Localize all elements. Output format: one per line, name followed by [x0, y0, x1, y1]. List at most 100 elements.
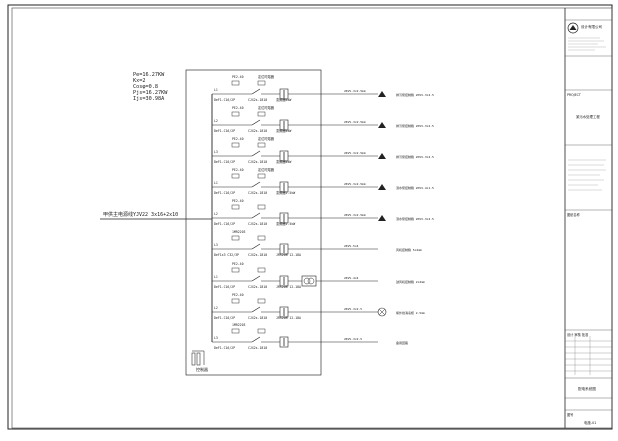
control-box: [231, 173, 240, 179]
sheet-border: [7, 4, 613, 430]
breaker-contact: [251, 243, 261, 250]
control-box: [231, 235, 240, 241]
circuit-phase: L1: [214, 88, 218, 92]
circuit-breaker-spec: DeF1-C16/2P: [214, 98, 235, 102]
breaker-contact: [251, 306, 261, 313]
incoming-label: 甲供主电源线YJV22 3x16+2x10: [103, 211, 178, 218]
circuit-description: 风机控制箱 5x4mm: [396, 247, 422, 252]
circuit-contactor: CJX2s-1810: [248, 346, 267, 350]
load-summary: Pe=16.27KW Kx=2 Cosφ=0.8 Pjs=16.27KW Ijs…: [133, 72, 168, 102]
circuit-tag: 1MR2203: [232, 230, 246, 234]
circuit-tag: PE2-40: [232, 168, 244, 172]
breaker-contact: [251, 212, 261, 219]
control-box: [257, 298, 266, 304]
control-box: [231, 142, 240, 148]
controller-label: 控制器: [196, 366, 208, 372]
circuit-breaker-spec: DeF1-C16/2P: [214, 191, 235, 195]
breaker-contact: [251, 275, 261, 282]
control-box: [231, 298, 240, 304]
circuit-tag: PE2-40: [232, 106, 244, 110]
circuit-cable: 2KVV-3x2.5mm: [344, 120, 366, 124]
control-box: [231, 80, 240, 86]
circuit-description: 排污泵控制箱 2KVV-3x2.5: [396, 123, 434, 128]
circuit-breaker-spec: DeF1-C16/2P: [214, 285, 235, 289]
motor-symbol: [378, 122, 386, 128]
circuit-spd: 定位时熔器: [258, 105, 275, 110]
circuit-device: 变频器1.5kW: [276, 221, 295, 226]
distribution-box: [185, 69, 322, 376]
circuit-breaker-spec: DeF1-C16/2P: [214, 316, 235, 320]
circuit-breaker-spec: DeF1-C16/2P: [214, 129, 235, 133]
control-box: [257, 328, 266, 334]
control-box: [257, 142, 266, 148]
sheet-number: 电施-01: [584, 420, 596, 425]
circuit-contactor: CJX2s-1810: [248, 160, 267, 164]
control-box: [257, 111, 266, 117]
circuit-device: JRS20B 12-18A: [276, 253, 301, 257]
circuit-phase: L2: [214, 212, 218, 216]
transformer-unit: [301, 275, 317, 287]
circuit-cable: 2KVV-5x4: [344, 244, 359, 248]
sheet-label: 图号: [567, 412, 573, 417]
circuit-device: 变频器4kW: [276, 128, 291, 133]
control-box: [257, 173, 266, 179]
circuit-phase: L3: [214, 243, 218, 247]
circuit-spd: 定位时熔器: [258, 167, 275, 172]
circuit-tag: PE2-40: [232, 199, 244, 203]
load-kx: Kx=2: [133, 78, 146, 84]
drawing-label: 图纸名称: [567, 212, 581, 217]
circuit-cable: 2KVV-3x2.5mm: [344, 213, 366, 217]
circuit-spd: 定位时熔器: [258, 74, 275, 79]
circuit-cable: 2KVV-3x2.5: [344, 337, 362, 341]
circuit-contactor: CJX2s-1810: [248, 191, 267, 195]
circuit-description: 潜水泵控制箱 2KVV-3x2.5: [396, 216, 434, 221]
circuit-spd: 定位时熔器: [258, 136, 275, 141]
load-pe: Pe=16.27KW: [133, 72, 165, 78]
circuit-tag: PE2-40: [232, 75, 244, 79]
motor-symbol: [378, 91, 386, 97]
circuit-contactor: CJX2s-1810: [248, 129, 267, 133]
circuit-tag: 1MR2203: [232, 323, 246, 327]
circuit-cable: 2KVV-4x4: [344, 276, 359, 280]
motor-symbol: [378, 215, 386, 221]
circuit-contactor: CJX2s-1810: [248, 253, 267, 257]
inner-border: [11, 7, 613, 429]
drawing-title: 配电系统图: [578, 386, 596, 391]
control-box: [231, 111, 240, 117]
circuit-description: 排污泵控制箱 2KVV-3x2.5: [396, 92, 434, 97]
circuit-cable: 2KVV-3x2.5: [344, 307, 362, 311]
circuit-tag: PE2-40: [232, 137, 244, 141]
circuit-contactor: CJX2s-1810: [248, 98, 267, 102]
control-box: [231, 267, 240, 273]
load-pjs: Pjs=16.27KW: [133, 90, 168, 96]
project-label: PROJECT: [567, 93, 581, 97]
circuit-description: 紫外线消毒柜 2.5mm: [396, 310, 425, 315]
title-block: 设计有限公司 PROJECT 某污水处理工程 图纸名称 设计 审核 批准 配电系…: [564, 8, 612, 428]
circuit-breaker-spec: DeF1-C16/2P: [214, 160, 235, 164]
control-box: [257, 80, 266, 86]
control-box: [257, 267, 266, 273]
circuit-tag: PE2-40: [232, 293, 244, 297]
circuit-contactor: CJX2s-1810: [248, 222, 267, 226]
incoming-feeder: 甲供主电源线YJV22 3x16+2x10: [100, 211, 212, 220]
breaker-contact: [251, 181, 261, 188]
circuit-phase: L3: [214, 336, 218, 340]
breaker-contact: [251, 150, 261, 157]
circuit-cable: 2KVV-3x2.5mm: [344, 182, 366, 186]
motor-symbol: [378, 153, 386, 159]
circuit-breaker-spec: DeF1-C16/2P: [214, 346, 235, 350]
circuit-device: JRS20B 12-18A: [276, 285, 301, 289]
load-ijs: Ijs=30.98A: [133, 96, 165, 102]
circuit-tag: PE2-40: [232, 262, 244, 266]
control-box: [231, 204, 240, 210]
